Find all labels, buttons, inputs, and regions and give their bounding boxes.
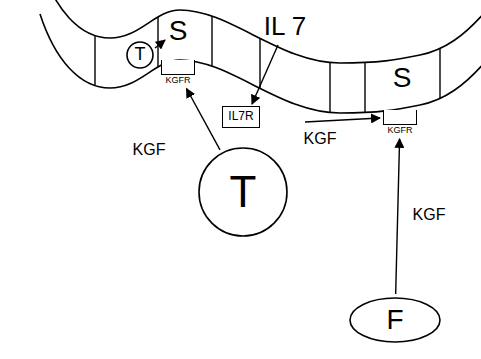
- cell-divider: [364, 62, 365, 112]
- edge-label: KGF: [132, 141, 167, 159]
- autocrine-arrow: [305, 118, 380, 122]
- node-label: IL7R: [228, 110, 253, 123]
- secretion-arrow: [396, 139, 400, 294]
- cell-divider: [157, 17, 158, 67]
- cell-divider: [329, 63, 330, 113]
- cell-divider: [259, 38, 260, 88]
- receptor-outline: [161, 60, 195, 75]
- node-label: T: [135, 45, 146, 65]
- cell-label: S: [169, 16, 188, 47]
- cell-divider: [94, 36, 95, 86]
- contact-arrow: [155, 40, 165, 48]
- node-label: KGFR: [387, 126, 412, 136]
- growth-factor-label: KGF: [304, 130, 337, 148]
- receptor-box: KGFR: [161, 60, 195, 86]
- basement-membrane-line: [40, 14, 481, 113]
- cell-outline: [127, 42, 153, 68]
- node-label: KGFR: [165, 76, 190, 86]
- cell-outline: [350, 298, 440, 342]
- signal-arrow: [252, 45, 278, 104]
- node-label: T: [230, 168, 257, 216]
- secretion-arrow: [187, 89, 220, 150]
- node-label: F: [386, 305, 403, 336]
- receptor-box: KGFR: [383, 110, 417, 136]
- fibroblast-ellipse: F: [349, 297, 441, 343]
- cell-divider: [439, 49, 440, 99]
- cell-outline: [199, 148, 287, 236]
- receptor-box: IL7R: [222, 106, 259, 127]
- receptor-outline: [383, 110, 417, 125]
- edge-label: KGF: [412, 206, 447, 224]
- t-cell-large: T: [198, 147, 288, 237]
- t-cell-small: T: [126, 41, 154, 69]
- cell-label: S: [393, 63, 412, 94]
- cytokine-label: IL 7: [264, 12, 306, 41]
- cell-divider: [211, 16, 212, 66]
